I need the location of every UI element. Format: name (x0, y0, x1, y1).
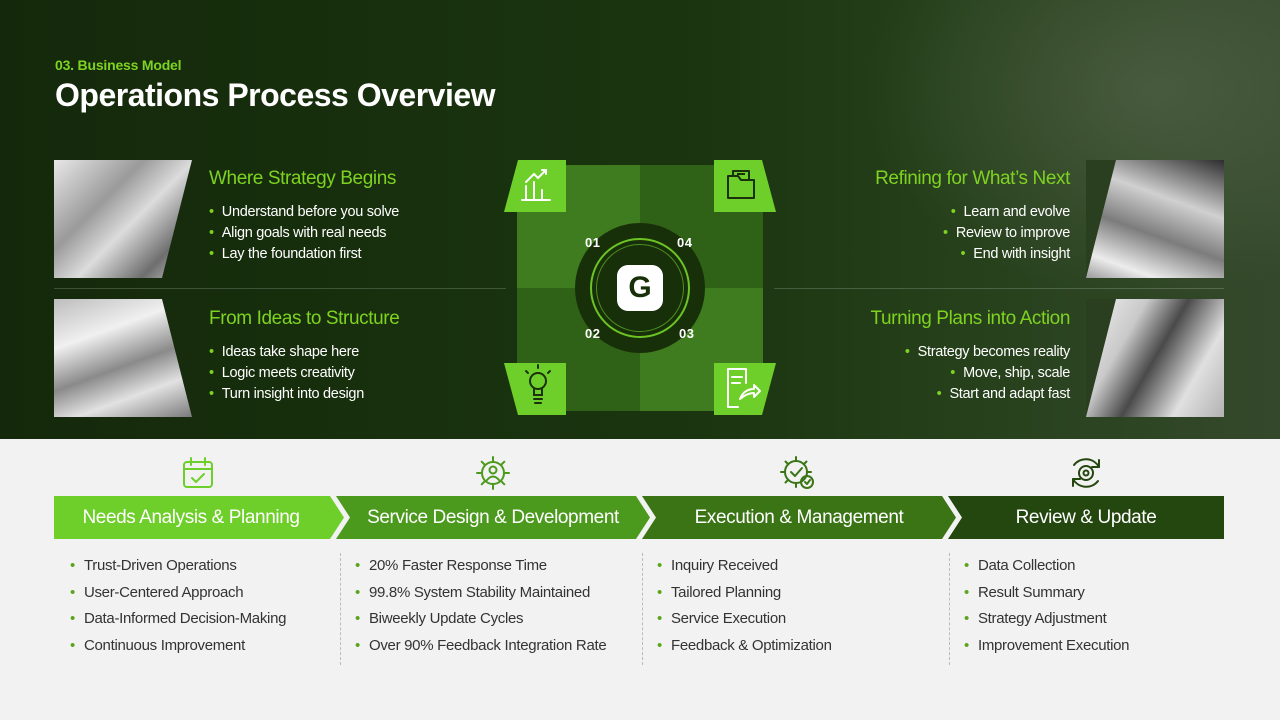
stage-list-1: Trust-Driven Operations User-Centered Ap… (70, 553, 287, 660)
stage-label: Execution & Management (694, 507, 904, 528)
step-number-03: 03 (679, 326, 695, 341)
quadrant-bullet: Turn insight into design (209, 384, 509, 405)
documents-folder-icon (714, 160, 776, 212)
stage-label: Service Design & Development (367, 507, 619, 528)
stage-list-4: Data Collection Result Summary Strategy … (964, 553, 1130, 660)
stage-list-3: Inquiry Received Tailored Planning Servi… (657, 553, 832, 659)
quadrant-bullet: Logic meets creativity (209, 363, 509, 384)
stage-chevron-3: Execution & Management (642, 496, 956, 539)
quadrant-refining: Refining for What’s Next Learn and evolv… (770, 168, 1070, 265)
center-ring-accent (590, 238, 690, 338)
stage-label: Review & Update (1015, 507, 1157, 528)
list-item: Trust-Driven Operations (70, 553, 286, 580)
step-number-04: 04 (677, 235, 693, 250)
quadrant-strategy: Where Strategy Begins Understand before … (209, 168, 509, 265)
column-divider (642, 553, 643, 665)
photo-strategy (54, 160, 192, 278)
quadrant-bullet: Lay the foundation first (209, 244, 509, 265)
list-item: Strategy Adjustment (964, 606, 1129, 633)
stage-label: Needs Analysis & Planning (82, 507, 300, 528)
gear-refresh-icon (1068, 455, 1104, 491)
list-item: Inquiry Received (657, 553, 832, 580)
list-item: Data-Informed Decision-Making (70, 606, 287, 633)
page-title: Operations Process Overview (55, 77, 496, 113)
photo-refining (1086, 160, 1224, 278)
list-item: Improvement Execution (964, 633, 1130, 660)
list-item: User-Centered Approach (70, 580, 286, 607)
quadrant-title: From Ideas to Structure (209, 308, 400, 329)
quadrant-bullet: Understand before you solve (209, 202, 509, 223)
quadrant-bullet: Review to improve (770, 223, 1070, 244)
quadrant-title: Where Strategy Begins (209, 168, 396, 189)
divider-right (774, 288, 1224, 289)
quadrant-bullet: Move, ship, scale (770, 363, 1070, 384)
quadrant-action: Turning Plans into Action Strategy becom… (770, 308, 1071, 405)
list-item: Service Execution (657, 606, 832, 633)
column-divider (340, 553, 341, 665)
calendar-check-icon (180, 455, 216, 491)
center-ring-inner (596, 244, 684, 332)
stage-chevron-2: Service Design & Development (336, 496, 650, 539)
photo-action (1086, 299, 1224, 417)
divider-left (54, 288, 506, 289)
list-item: Continuous Improvement (70, 633, 286, 660)
gear-user-icon (475, 455, 511, 491)
list-item: 20% Faster Response Time (355, 553, 606, 580)
quadrant-bullet: Strategy becomes reality (770, 342, 1071, 363)
gear-check-icon (780, 455, 816, 491)
step-number-02: 02 (585, 326, 601, 341)
stage-list-2: 20% Faster Response Time 99.8% System St… (355, 553, 607, 660)
list-item: Result Summary (964, 580, 1129, 607)
list-item: Biweekly Update Cycles (355, 606, 606, 633)
quadrant-bullet: Align goals with real needs (209, 223, 509, 244)
quadrant-bullet: Start and adapt fast (770, 384, 1070, 405)
quadrant-bullet: Ideas take shape here (209, 342, 509, 363)
step-number-01: 01 (585, 235, 601, 250)
stage-chevron-1: Needs Analysis & Planning (54, 496, 344, 539)
quadrant-title: Turning Plans into Action (870, 308, 1071, 329)
column-divider (949, 553, 950, 665)
list-item: 99.8% System Stability Maintained (355, 580, 606, 607)
stage-chevron-4: Review & Update (948, 496, 1224, 539)
hero-panel: 03. Business Model Operations Process Ov… (0, 0, 1280, 439)
quadrant-structure: From Ideas to Structure Ideas take shape… (209, 308, 509, 405)
quadrant-title: Refining for What’s Next (875, 168, 1070, 189)
list-item: Data Collection (964, 553, 1129, 580)
photo-structure (54, 299, 192, 417)
strategy-chess-icon (504, 160, 566, 212)
process-wheel: G 01 04 02 03 (517, 165, 763, 411)
list-item: Feedback & Optimization (657, 633, 832, 660)
section-eyebrow: 03. Business Model (55, 57, 182, 73)
list-item: Over 90% Feedback Integration Rate (355, 633, 607, 660)
lightbulb-icon (504, 363, 566, 415)
document-share-icon (714, 363, 776, 415)
quadrant-bullet: End with insight (770, 244, 1070, 265)
list-item: Tailored Planning (657, 580, 832, 607)
quadrant-bullet: Learn and evolve (770, 202, 1071, 223)
brand-logo: G (617, 265, 663, 311)
